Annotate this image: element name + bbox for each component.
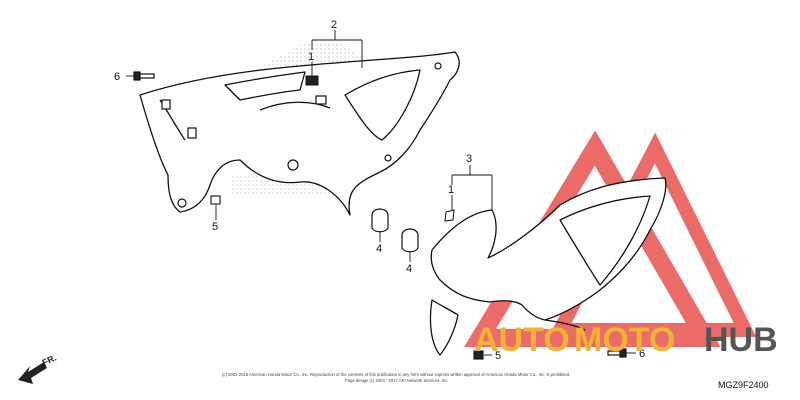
callout-2: 2	[331, 19, 337, 31]
collar-4b[interactable]	[401, 228, 419, 253]
watermark-word-auto: AUTO	[474, 321, 570, 359]
callout-1-right: 1	[448, 184, 454, 196]
watermark-logo: AUTO MOTO HUB	[474, 321, 778, 359]
callout-5-right: 5	[495, 350, 501, 362]
side-cover-left[interactable]	[139, 51, 460, 216]
watermark-word-hub: HUB	[704, 321, 778, 359]
bolt-6a[interactable]	[133, 71, 155, 81]
side-cover-right[interactable]	[429, 177, 667, 356]
front-direction-arrow: FR.	[18, 353, 58, 384]
diagram-code: MGZ9F2400	[718, 380, 769, 390]
left-cover-fasteners	[161, 62, 442, 208]
callout-6-right: 6	[639, 348, 645, 360]
callout-5-left: 5	[212, 221, 218, 233]
arrow-icon	[18, 362, 47, 384]
copyright-line-1: (c) 2003-2018 American Honda Motor Co., …	[222, 372, 570, 377]
leader-lines	[126, 30, 636, 356]
callout-4-right: 4	[406, 263, 412, 275]
nut-5a[interactable]	[210, 195, 221, 205]
callout-1-top: 1	[308, 51, 314, 63]
copyright-line-2: Page design (c) 2004 - 2017 ARI Network …	[345, 378, 449, 383]
direction-label: FR.	[41, 353, 58, 368]
emblem-label-right[interactable]	[444, 209, 455, 222]
callout-6-left: 6	[114, 71, 120, 83]
nut-5b[interactable]	[473, 350, 484, 360]
collar-4a[interactable]	[371, 208, 389, 233]
callout-3: 3	[466, 153, 472, 165]
emblem-label-top[interactable]	[305, 75, 319, 86]
callout-4-left: 4	[376, 243, 382, 255]
watermark-word-moto: MOTO	[574, 321, 675, 359]
